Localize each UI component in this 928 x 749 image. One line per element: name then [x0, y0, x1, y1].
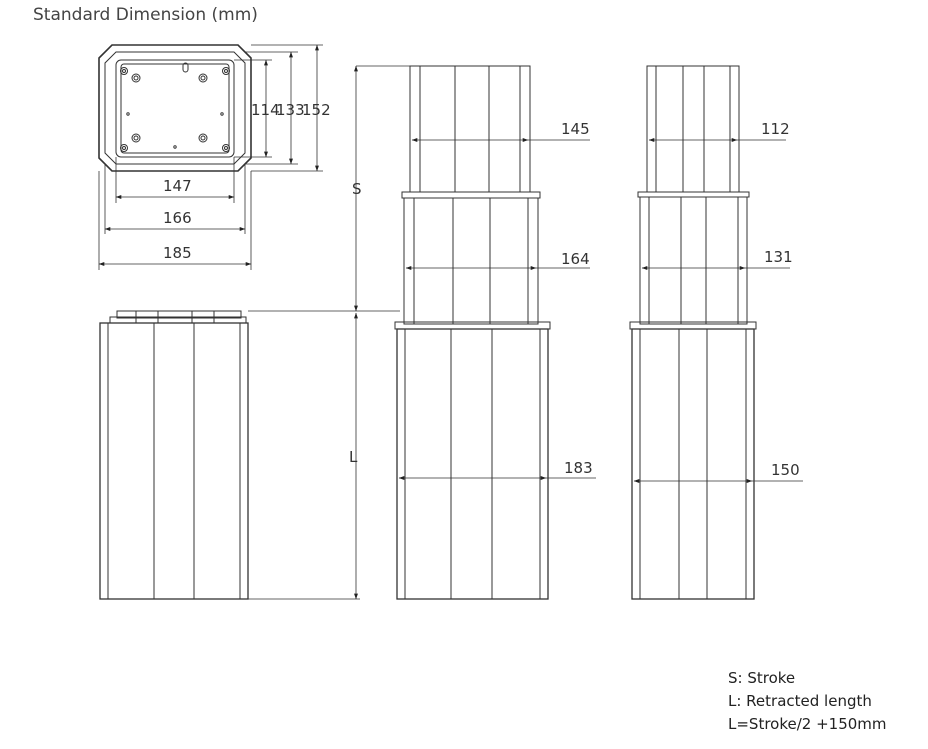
retracted-column [99, 310, 249, 600]
dim-height-133: 133 [276, 101, 305, 119]
front-top-width: 145 [561, 120, 590, 138]
bolt-hole-icon [120, 67, 128, 75]
side-extended-column [629, 65, 757, 600]
bolt-hole-icon [120, 144, 128, 152]
front-middle-width: 164 [561, 250, 590, 268]
front-extended-column [394, 65, 551, 600]
bolt-hole-icon [222, 67, 230, 75]
front-bottom-width: 183 [564, 459, 593, 477]
legend: S: Stroke L: Retracted length L=Stroke/2… [728, 667, 887, 736]
top-view-plate [98, 44, 252, 172]
dim-height-114: 114 [251, 101, 280, 119]
side-top-width: 112 [761, 120, 790, 138]
legend-stroke: S: Stroke [728, 669, 796, 687]
dim-width-166: 166 [163, 209, 192, 227]
legend-retracted: L: Retracted length [728, 692, 872, 710]
side-middle-width: 131 [764, 248, 793, 266]
legend-formula: L=Stroke/2 +150mm [728, 715, 887, 733]
dim-width-147: 147 [163, 177, 192, 195]
dim-height-152: 152 [302, 101, 331, 119]
retracted-length-label: L [349, 448, 358, 466]
dim-width-185: 185 [163, 244, 192, 262]
page-title: Standard Dimension (mm) [33, 5, 258, 25]
stroke-label: S [352, 180, 362, 198]
bolt-hole-icon [222, 144, 230, 152]
side-bottom-width: 150 [771, 461, 800, 479]
